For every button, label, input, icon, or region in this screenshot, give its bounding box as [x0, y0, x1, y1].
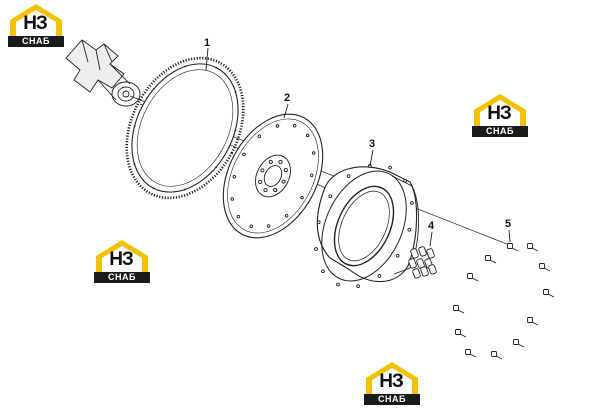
logo-top-text: НЗ: [487, 103, 512, 124]
leader-4: [429, 231, 433, 247]
callout-4: 4: [428, 220, 435, 232]
bolts: [453, 243, 555, 360]
logo-top-text: НЗ: [109, 249, 134, 270]
ring-gear: [125, 56, 245, 200]
logo-watermark: НЗ СНАБ: [92, 238, 152, 284]
logo-bottom-text: СНАБ: [94, 272, 150, 283]
logo-watermark: НЗ СНАБ: [6, 2, 66, 48]
leader-3: [369, 149, 374, 167]
callout-3: 3: [369, 138, 376, 150]
logo-watermark: НЗ СНАБ: [362, 360, 422, 406]
callout-2: 2: [284, 92, 291, 104]
logo-bottom-text: СНАБ: [8, 36, 64, 47]
logo-top-text: НЗ: [379, 371, 404, 392]
callout-5: 5: [505, 218, 512, 230]
leader-5: [508, 229, 511, 243]
leader-1: [205, 47, 209, 71]
leader-2: [283, 103, 289, 119]
logo-bottom-text: СНАБ: [364, 394, 420, 405]
logo-watermark: НЗ СНАБ: [470, 92, 530, 138]
flywheel: [222, 113, 324, 239]
logo-top-text: НЗ: [23, 13, 48, 34]
logo-bottom-text: СНАБ: [472, 126, 528, 137]
dowel-pins: [408, 246, 437, 279]
callout-1: 1: [204, 37, 211, 49]
flywheel-housing: [314, 164, 419, 288]
crankshaft: [65, 39, 141, 107]
